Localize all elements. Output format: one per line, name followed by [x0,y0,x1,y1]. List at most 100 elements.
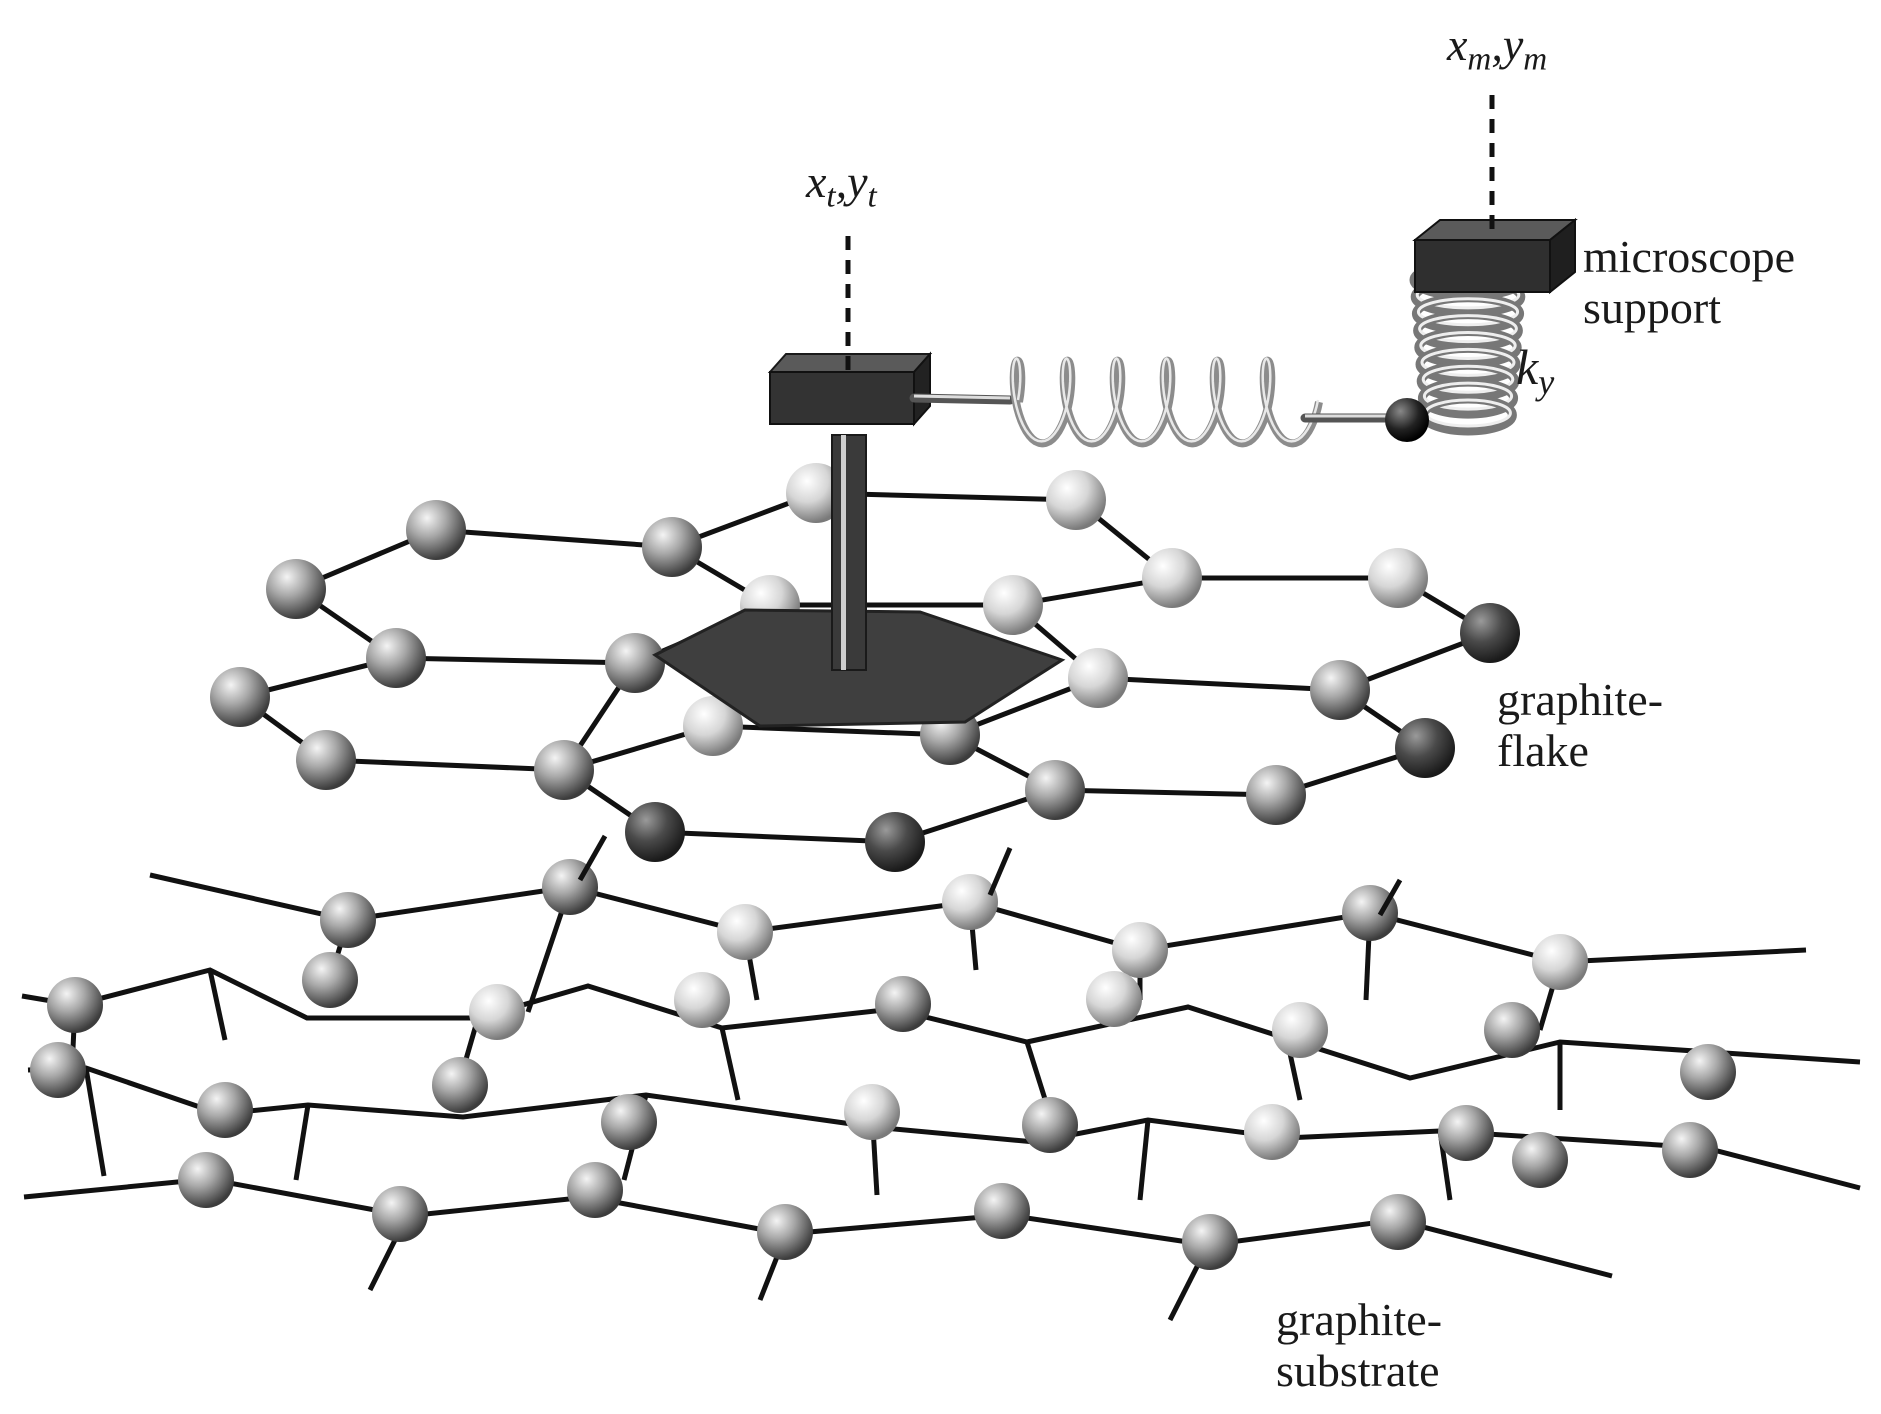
flake-atom [1395,718,1455,778]
substrate-bond [83,1067,107,1177]
substrate-atom [320,892,376,948]
flake-atom [534,740,594,800]
support-block-top [1412,219,1578,241]
flake-bond [435,527,673,550]
substrate-atom [1680,1044,1736,1100]
flake-atom [366,628,426,688]
substrate-atom [47,977,103,1033]
flake-atom [1368,548,1428,608]
substrate-atom [469,984,525,1040]
support-sep: , [1491,19,1503,70]
coil-loop-highlight [1419,331,1517,360]
flake-atom [406,500,466,560]
tip-x: x [806,156,827,207]
substrate-atom [974,1183,1030,1239]
substrate-atom [1532,934,1588,990]
substrate-atom [1022,1097,1078,1153]
substrate-atom [1484,1002,1540,1058]
tip-x-sub: t [826,177,836,215]
graphite-flake-line1: graphite- [1497,674,1664,725]
flake-atom [865,812,925,872]
flake-atom [1046,470,1106,530]
tip-sep: , [835,156,848,207]
support-x: x [1447,19,1468,70]
flake-bond [712,723,951,738]
flake-atom [625,802,685,862]
substrate-atom [432,1057,488,1113]
graphite-flake-label: graphite- flake [1497,674,1664,776]
flake-atom [683,696,743,756]
tip-coordinate-label: xt,yt [806,155,877,215]
interlayer-bond [987,847,1013,896]
flake-atom [642,517,702,577]
substrate-atom [178,1152,234,1208]
substrate-atom [875,976,931,1032]
interlayer-bonds [577,834,1403,917]
tip-y: y [847,156,868,207]
flake-bond [1054,787,1277,798]
substrate-atom [1512,1132,1568,1188]
flake-atom [210,667,270,727]
substrate-atom [1272,1002,1328,1058]
flake-atom [1068,648,1128,708]
flake-atom [605,633,665,693]
k-symbol: k [1516,339,1539,395]
substrate-atom [30,1042,86,1098]
spring-constant-label: ky [1516,338,1554,403]
substrate-atom [942,874,998,930]
coil-loop-highlight [1418,314,1518,344]
flake-atom [1460,603,1520,663]
substrate-atom [1112,922,1168,978]
flake-atom [266,559,326,619]
horizontal-spring-highlight [1011,357,1320,443]
tip-shaft [831,434,867,671]
graphite-substrate-label: graphite- substrate [1276,1294,1443,1396]
flake-bond [654,829,896,845]
substrate-bond [719,1027,741,1101]
substrate-atom [601,1094,657,1150]
substrate-atom [372,1186,428,1242]
substrate-atom [1342,885,1398,941]
spring-ball [1385,398,1429,442]
tip-head-block [769,371,915,425]
support-y-sub: m [1523,40,1548,78]
substrate-atom [1086,971,1142,1027]
substrate-bond [293,1104,311,1181]
flake-bond [325,757,565,773]
flake-atom [1025,760,1085,820]
interlayer-bond [1377,878,1403,917]
coil-loop-highlight [1416,297,1520,327]
support-y: y [1502,19,1524,70]
coil-loop-highlight [1421,364,1515,394]
substrate-atom [1182,1214,1238,1270]
horizontal-spring [1009,356,1323,448]
tip-y-sub: t [867,177,877,215]
microscope-support-line1: microscope [1583,231,1796,282]
graphite-substrate-line2: substrate [1276,1344,1440,1396]
substrate-bond-row [21,967,1861,1081]
tip-rod [909,393,1015,405]
substrate-atoms [30,859,1736,1270]
k-sub: y [1538,362,1555,403]
flake-atom [1246,765,1306,825]
flake-bond [395,655,636,666]
graphite-flake-line2: flake [1497,724,1589,776]
substrate-atom [197,1082,253,1138]
graphite-substrate-line1: graphite- [1276,1294,1443,1345]
substrate-atom [1438,1105,1494,1161]
microscope-support-line2: support [1583,281,1721,333]
tip-shaft-highlight [841,435,846,670]
microscope-support-label: microscope support [1583,231,1796,333]
flake-atom [1310,660,1370,720]
interlayer-bond [577,834,608,882]
coil-loop-highlight [1422,381,1514,411]
flake-atom [983,575,1043,635]
flake-atom [1142,548,1202,608]
substrate-atom [717,904,773,960]
flake-atom [296,730,356,790]
tip-rod-hl [913,394,1011,400]
support-block [1414,239,1551,293]
substrate-atom [757,1204,813,1260]
substrate-bonds [21,872,1861,1322]
